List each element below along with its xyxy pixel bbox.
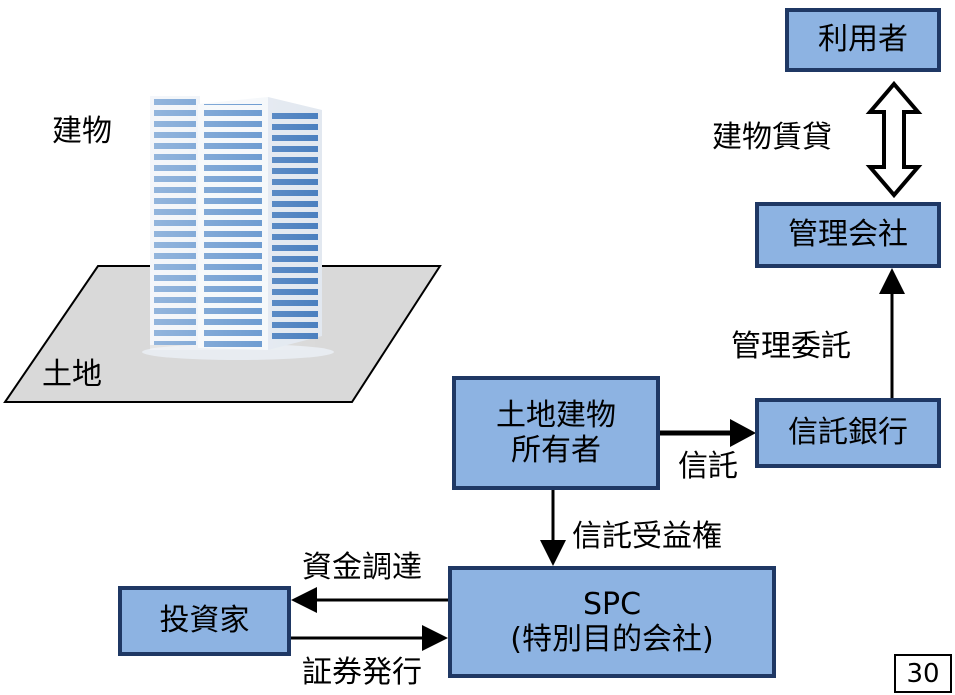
trust-arrowhead [730,419,756,447]
owner-label-line2: 所有者 [511,433,601,468]
securities-arrowhead [422,625,448,651]
management-entrustment-label: 管理委託 [731,329,851,364]
spc-box: SPC (特別目的会社) [448,566,776,678]
land-label: 土地 [42,357,102,392]
owner-label-line1: 土地建物 [496,397,616,433]
management-company-box: 管理会社 [755,202,941,268]
spc-label-line1: SPC [582,586,642,622]
management-entrustment-arrowhead [879,268,905,294]
building-lease-label: 建物賃貸 [712,120,832,155]
building-lease-arrow [865,80,923,199]
management-company-label: 管理会社 [788,217,908,253]
user-box: 利用者 [785,8,941,72]
owner-box: 土地建物 所有者 [452,376,660,490]
fund-raising-arrowhead [291,587,317,613]
building-image [142,96,334,360]
user-box-label: 利用者 [818,22,908,58]
trust-right-arrowhead [540,540,566,566]
securities-issuance-label: 証券発行 [302,655,422,690]
trust-bank-label: 信託銀行 [788,415,908,451]
building-label: 建物 [52,114,112,149]
spc-label-line2: (特別目的会社) [510,622,714,657]
investor-label: 投資家 [159,603,250,639]
trust-label: 信託 [678,449,738,484]
trust-right-label: 信託受益権 [572,519,722,554]
fund-raising-label: 資金調達 [302,550,422,585]
investor-box: 投資家 [118,586,291,656]
page-number: 30 [894,654,952,693]
trust-bank-box: 信託銀行 [755,398,941,468]
